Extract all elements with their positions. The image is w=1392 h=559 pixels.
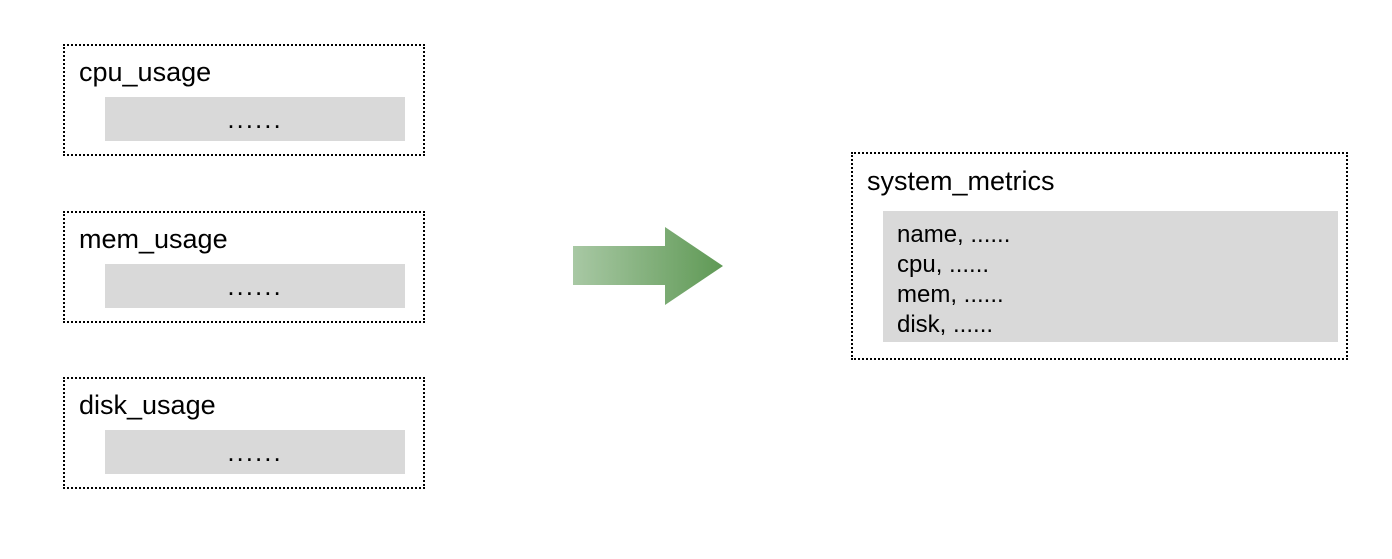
target-node-line: name, ...... — [897, 221, 1011, 248]
target-node-line: disk, ...... — [897, 311, 994, 338]
target-node-body: name, ...... cpu, ...... mem, ...... dis… — [883, 211, 1338, 342]
source-node-title: disk_usage — [79, 390, 216, 420]
target-node-system-metrics[interactable]: system_metrics name, ...... cpu, ...... … — [851, 152, 1348, 360]
source-node-body-text: ...... — [227, 104, 283, 134]
source-node-body-text: ...... — [227, 437, 283, 467]
source-node-mem-usage[interactable]: mem_usage ...... — [63, 211, 425, 323]
source-node-body: ...... — [105, 264, 405, 308]
right-arrow-icon — [573, 227, 723, 305]
source-node-body-text: ...... — [227, 271, 283, 301]
source-node-title: cpu_usage — [79, 57, 212, 87]
target-node-line: cpu, ...... — [897, 251, 990, 278]
source-node-cpu-usage[interactable]: cpu_usage ...... — [63, 44, 425, 156]
target-node-line: mem, ...... — [897, 281, 1004, 308]
source-node-disk-usage[interactable]: disk_usage ...... — [63, 377, 425, 489]
source-node-title: mem_usage — [79, 224, 228, 254]
target-node-title: system_metrics — [867, 166, 1055, 196]
source-node-body: ...... — [105, 97, 405, 141]
source-node-body: ...... — [105, 430, 405, 474]
